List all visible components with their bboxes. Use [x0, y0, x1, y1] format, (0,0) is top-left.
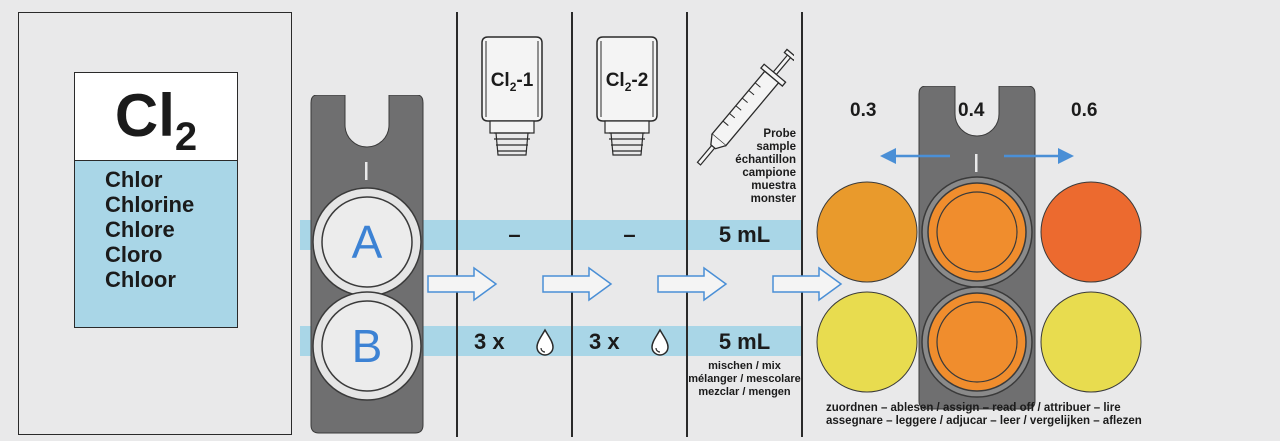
assign-label-line: zuordnen – ablesen / assign – read off /…	[826, 402, 1121, 414]
reagent-bottle-icon	[596, 36, 658, 156]
process-arrow-icon	[772, 266, 843, 302]
syringe-label-line: sample	[756, 141, 796, 153]
cuvette-b-label: B	[351, 320, 383, 372]
element-names-area: Chlor Chlorine Chlore Cloro Chloor	[75, 160, 237, 327]
syringe-label-line: campione	[742, 167, 796, 179]
element-name: Chlorine	[105, 192, 195, 217]
process-arrow-icon	[542, 266, 613, 302]
element-name: Chlore	[105, 217, 175, 242]
row-a-step2: –	[623, 222, 636, 247]
element-name: Chlor	[105, 167, 163, 192]
drop-icon	[651, 328, 669, 356]
row-b-step2: 3 x	[589, 329, 620, 354]
syringe-icon	[696, 48, 794, 166]
syringe-label-line: Probe	[763, 128, 796, 140]
drop-icon	[536, 328, 554, 356]
syringe-label-line: muestra	[751, 180, 796, 192]
reagent-1-label: Cl2-1	[490, 70, 534, 94]
comparator-value-left: 0.3	[850, 100, 877, 121]
element-name: Chloor	[105, 267, 176, 292]
process-arrow-icon	[657, 266, 728, 302]
row-a-step3: 5 mL	[718, 222, 771, 247]
divider-line	[801, 12, 803, 437]
cuvette-holder-illustration	[310, 95, 424, 434]
mix-label-line: mélanger / mescolare	[688, 373, 801, 385]
element-panel	[18, 12, 292, 435]
divider-line	[456, 12, 458, 437]
divider-line	[571, 12, 573, 437]
divider-line	[686, 12, 688, 437]
mix-label-line: mischen / mix	[708, 360, 781, 372]
element-name: Cloro	[105, 242, 163, 267]
reagent-bottle-icon	[481, 36, 543, 156]
mix-label-line: mezclar / mengen	[698, 386, 791, 398]
syringe-label: Probe sample échantillon campione muestr…	[700, 128, 796, 206]
row-b-step1: 3 x	[474, 329, 505, 354]
syringe-label-line: monster	[750, 193, 796, 205]
syringe-label-line: échantillon	[735, 154, 796, 166]
cuvette-a-label: A	[351, 216, 383, 268]
element-card: Cl2 Chlor Chlorine Chlore Cloro Chloor	[74, 72, 238, 328]
assign-label-line: assegnare – leggere / adjucar – leer / v…	[826, 415, 1142, 427]
element-symbol: Cl2	[114, 82, 198, 159]
comparator-value-center: 0.4	[958, 100, 985, 121]
mix-label: mischen / mix mélanger / mescolare mezcl…	[688, 360, 801, 399]
row-b-step3: 5 mL	[718, 329, 771, 354]
assign-label: zuordnen – ablesen / assign – read off /…	[826, 402, 1246, 428]
row-a-step1: –	[508, 222, 521, 247]
comparator-value-right: 0.6	[1071, 100, 1098, 121]
comparator-illustration	[816, 86, 1142, 410]
reagent-2-label: Cl2-2	[605, 70, 649, 94]
process-arrow-icon	[427, 266, 498, 302]
